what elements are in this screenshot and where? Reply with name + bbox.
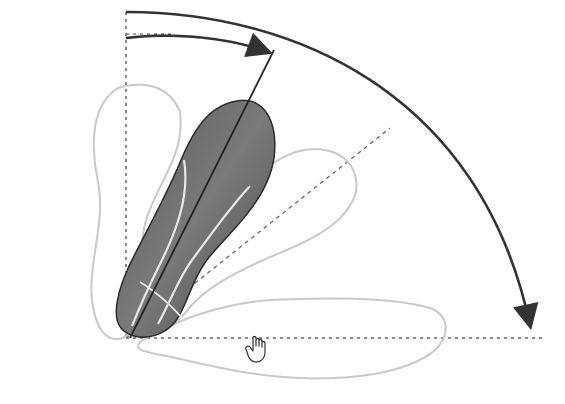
inner-rotation-arc [126, 36, 268, 52]
hand-cursor-icon[interactable] [246, 337, 265, 363]
